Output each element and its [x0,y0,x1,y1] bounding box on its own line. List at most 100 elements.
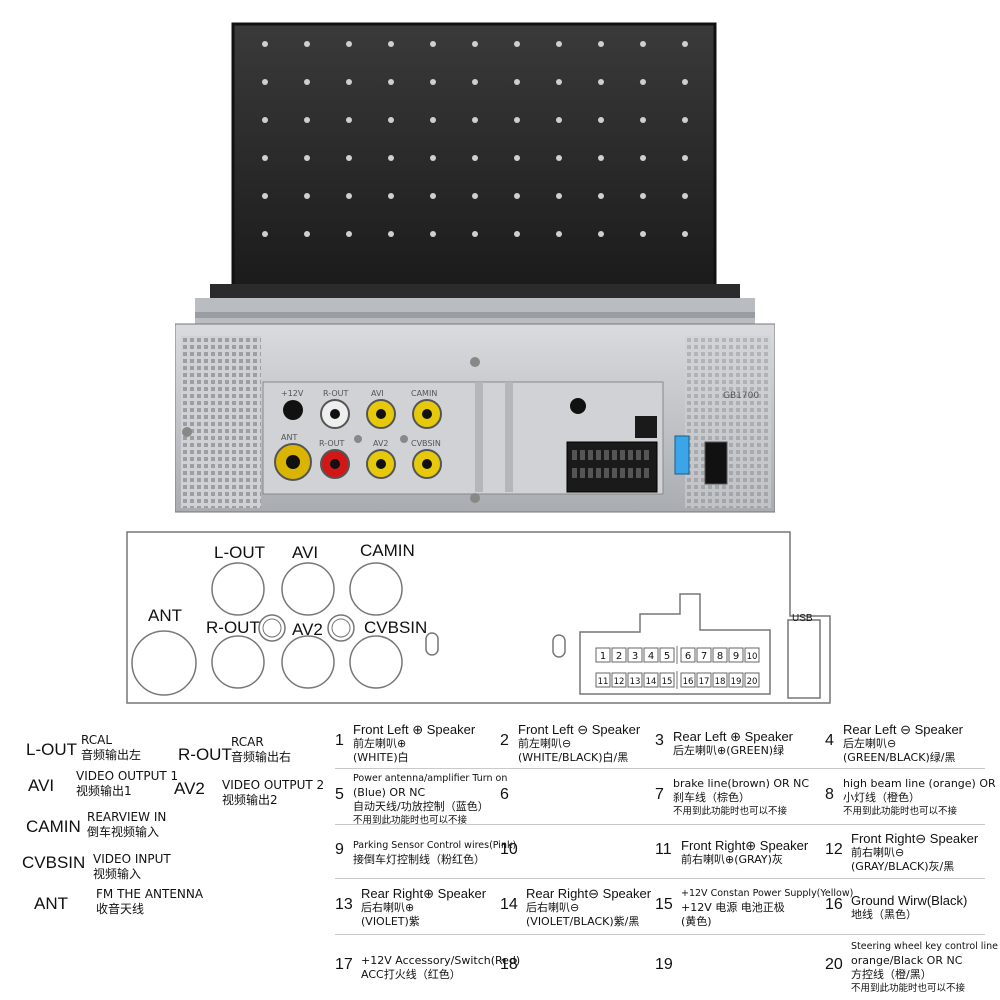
pin-box-label: 17 [699,677,710,687]
pin-number: 17 [335,956,353,973]
photo-label-ant: ANT [281,433,297,442]
pin-box-12 [611,672,627,688]
pin-number: 15 [655,896,673,913]
pin-description: Power antenna/amplifier Turn on(Blue) OR… [353,773,508,826]
diagram-label-av2: AV2 [292,620,323,639]
fuse [674,435,690,475]
pin-number: 20 [825,956,843,973]
pin-number: 7 [655,786,664,803]
pin-box-label: 9 [733,651,739,662]
screen-back-panel [233,24,715,286]
diagram-label-ant: ANT [148,606,182,625]
pin-box-2 [611,647,627,663]
pin-box-20 [744,672,760,688]
photo-label-model: GB1700 [723,391,759,401]
pin-box-4 [643,647,659,663]
pin-description: Parking Sensor Control wires(Pink)接倒车灯控制… [353,840,517,866]
pin-box-label: 1 [600,651,606,662]
photo-label-12v: +12V [281,389,304,398]
pin-box-14 [643,672,659,688]
table-row-divider [335,824,985,825]
pin-box-10 [744,647,760,663]
camin-port [349,562,403,616]
pin-cell-10: 10 [500,826,660,880]
legend-key-r-out: R-OUT [178,745,232,764]
table-row-divider [335,878,985,879]
pin-box-label: 15 [662,677,673,687]
pin-cell-6: 6 [500,770,660,826]
photo-label-camin: CAMIN [411,389,437,398]
pin-description: Ground Wirw(Black)地线（黑色） [851,893,968,922]
pin-box-label: 14 [646,677,657,687]
pin-number: 8 [825,786,834,803]
photo-label-av2: AV2 [373,439,389,448]
pin-box-16 [680,672,696,688]
pin-box-17 [696,672,712,688]
table-row-divider [335,934,985,935]
pin-box-label: 10 [747,652,758,662]
pin-number: 12 [825,841,843,858]
photo-label-rcar: R-OUT [323,389,348,398]
usb-port [704,441,728,485]
pin-box-label: 20 [747,677,758,687]
pin-description: +12V Constan Power Supply(Yellow)+12V 电源… [681,888,854,928]
pin-number: 5 [335,786,344,803]
pin-box-9 [728,647,744,663]
pin-box-5 [659,647,675,663]
pin-cell-15: 15 +12V Constan Power Supply(Yellow)+12V … [655,880,853,936]
pin-box-label: 7 [701,651,707,662]
pin-box-label: 16 [683,677,694,687]
pin-number: 9 [335,841,344,858]
pin-cell-19: 19 [655,936,815,1000]
pin-box-label: 4 [648,651,654,662]
pin-number: 1 [335,732,344,749]
legend-key-camin: CAMIN [26,817,81,836]
head-unit-photo: +12V AVI CAMIN ANT AV2 CVBSIN R-OUT R-OU… [175,22,775,513]
r-out-port [211,635,265,689]
diagram-label-l-out: L-OUT [214,543,265,562]
pin-box-label: 12 [614,677,625,687]
pin-number: 14 [500,896,518,913]
pin-number: 2 [500,732,509,749]
ventilation-dots [262,41,688,237]
pin-box-label: 18 [715,677,726,687]
iso-harness-connector [566,441,658,493]
pin-box-19 [728,672,744,688]
pin-cell-18: 18 [500,936,660,1000]
av2-port [281,635,335,689]
pin-box-6 [680,647,696,663]
ant-port [131,630,197,696]
pin-box-label: 8 [717,651,723,662]
pin-cell-17: 17+12V Accessory/Switch(Red)ACC打火线（红色） [335,936,520,1000]
l-out-port [211,562,265,616]
diagram-label-r-out: R-OUT [206,618,260,637]
pin-number: 10 [500,841,518,858]
pin-box-8 [712,647,728,663]
legend-key-ant: ANT [34,894,68,913]
pin-cell-5: 5 Power antenna/amplifier Turn on(Blue) O… [335,770,507,826]
pin-box-18 [712,672,728,688]
pin-number: 6 [500,786,509,803]
